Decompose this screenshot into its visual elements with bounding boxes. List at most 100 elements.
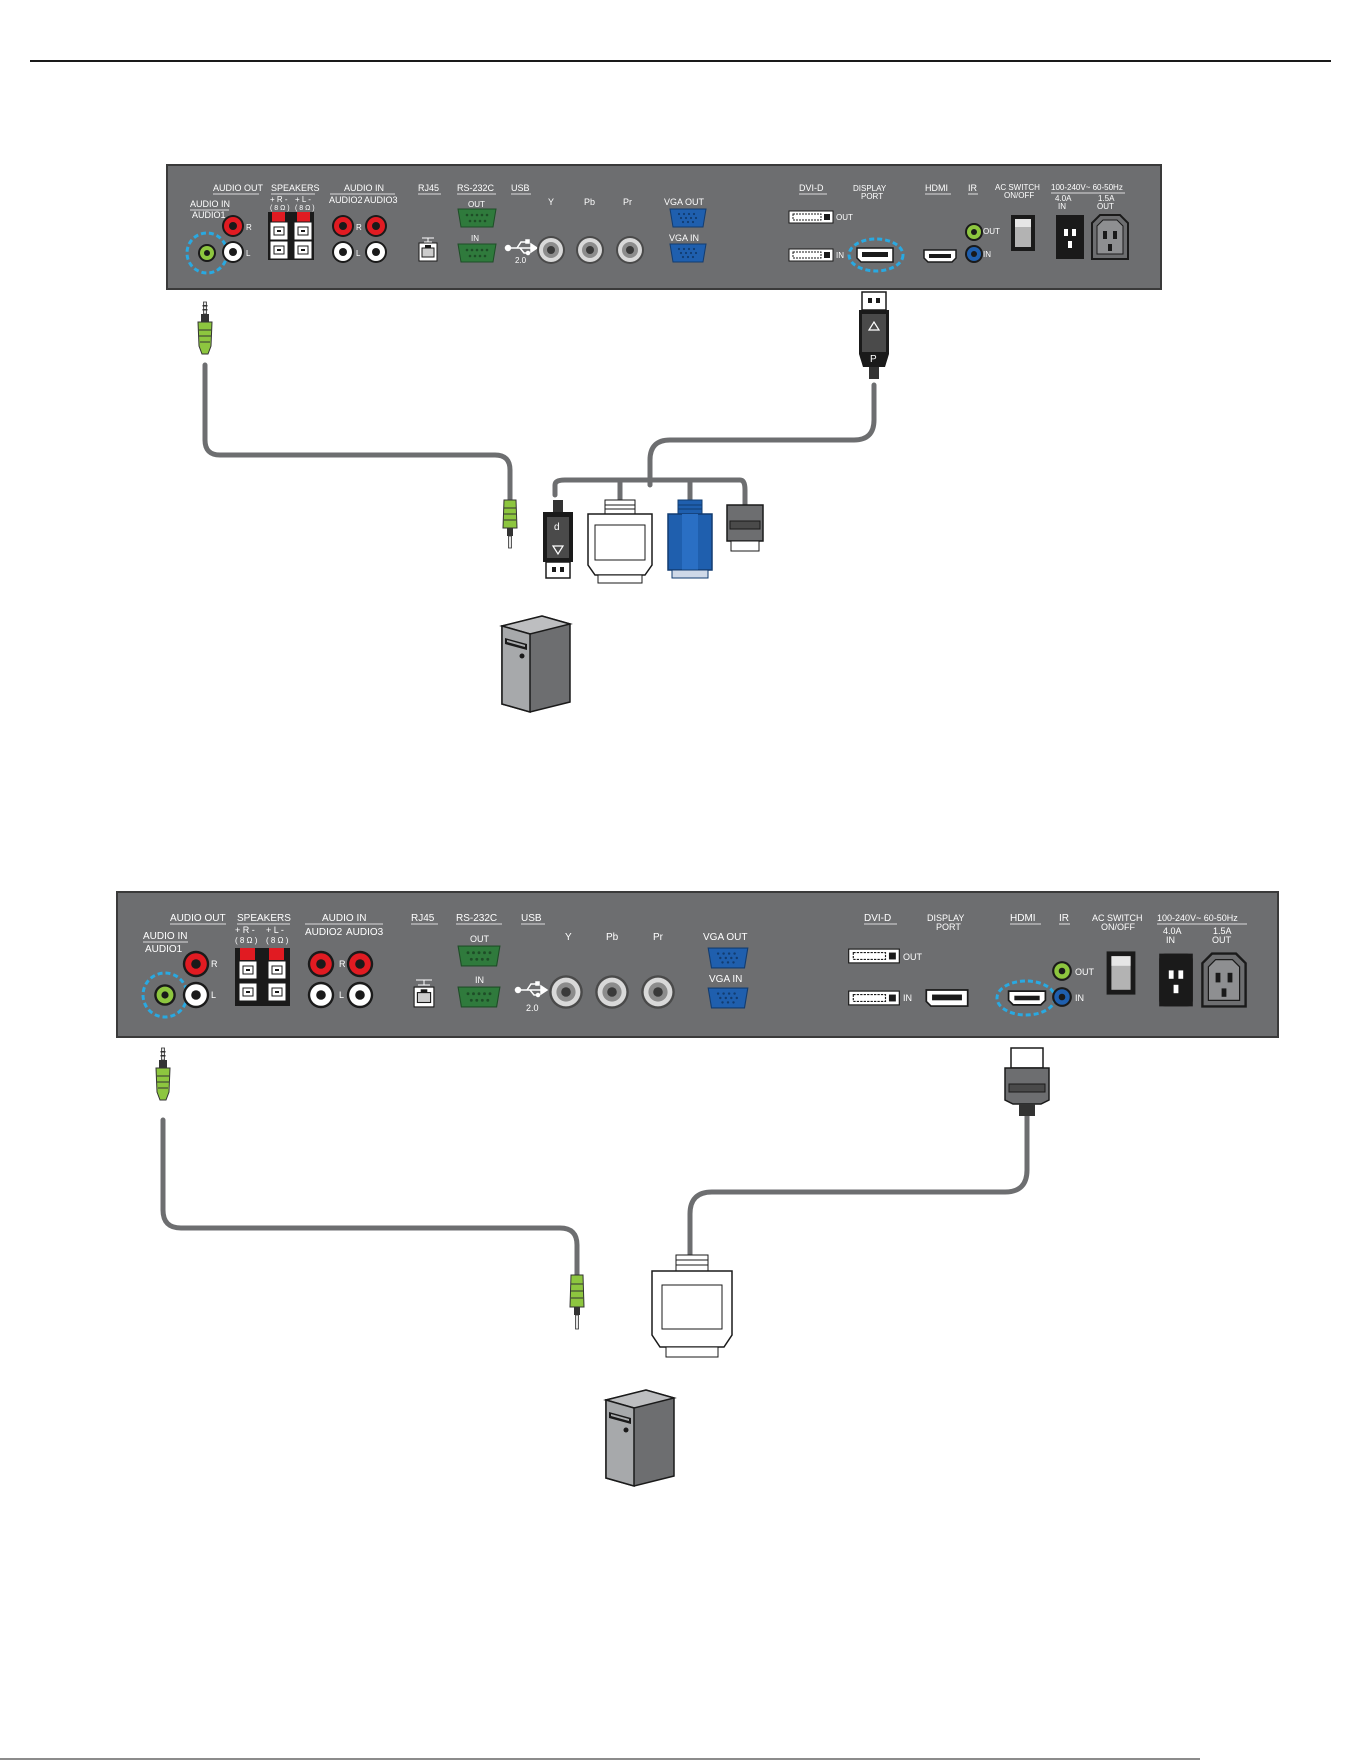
label-audio-in: AUDIO IN xyxy=(190,199,230,209)
diagram-hdmi: AUDIO OUT AUDIO IN AUDIO1 SPEAKERS + R -… xyxy=(116,891,1279,1487)
label-rj45-2: RJ45 xyxy=(411,913,435,924)
label-r2-2: R xyxy=(339,959,346,969)
label-rj45: RJ45 xyxy=(418,183,439,193)
label-hdmi: HDMI xyxy=(925,183,948,193)
label-ir: IR xyxy=(968,183,978,193)
label-display: DISPLAY xyxy=(853,184,887,193)
label-usb-ver: 2.0 xyxy=(515,256,527,265)
computer-tower-icon-2 xyxy=(605,1389,675,1487)
dvi-out-port xyxy=(788,210,834,224)
label-speaker-r: + R - xyxy=(270,195,288,204)
audio3-l-jack xyxy=(365,241,387,263)
audio2-l-jack-2 xyxy=(307,981,335,1009)
cables-2 xyxy=(160,1107,1030,1278)
audio-out-r-jack xyxy=(222,215,244,237)
power-inlet xyxy=(1056,215,1084,259)
speaker-terminals-2 xyxy=(235,948,290,1006)
label-pr: Pr xyxy=(623,197,632,207)
displayport-plug-icon: P xyxy=(859,291,889,379)
label-amp-out-2: 1.5A xyxy=(1213,926,1232,936)
label-port: PORT xyxy=(861,192,883,201)
label-audio2: AUDIO2 xyxy=(329,195,363,205)
label-audio1-2: AUDIO1 xyxy=(145,944,183,955)
label-y-2: Y xyxy=(565,932,572,943)
label-ohm-l-2: ( 8 Ω ) xyxy=(266,936,289,945)
label-ac-switch: AC SWITCH xyxy=(995,183,1040,192)
label-ir-out: OUT xyxy=(983,227,1000,236)
audio-out-l-jack-2 xyxy=(182,981,210,1009)
ir-in-jack xyxy=(965,245,983,263)
audio-in-jack-2 xyxy=(154,984,176,1006)
label-pb: Pb xyxy=(584,197,595,207)
label-ir-out-2: OUT xyxy=(1075,967,1095,977)
label-dvi-in-2: IN xyxy=(903,993,912,1003)
label-usb-ver-2: 2.0 xyxy=(526,1003,539,1013)
label-rs232-out-2: OUT xyxy=(470,934,490,944)
label-dvi-in: IN xyxy=(836,251,844,260)
audio2-r-jack-2 xyxy=(307,950,335,978)
adapter-displayport-plug-icon: d xyxy=(543,500,573,579)
rs232-in-port xyxy=(457,243,497,263)
rs232-out-port-2 xyxy=(457,945,501,967)
label-ir-in: IN xyxy=(983,250,991,259)
y-jack xyxy=(576,236,604,264)
label-usb-2: USB xyxy=(521,913,542,924)
hdmi-plug-icon xyxy=(1004,1047,1050,1116)
vga-out-port xyxy=(669,208,707,228)
label-audio-out: AUDIO OUT xyxy=(213,183,264,193)
dvi-in-port-2 xyxy=(848,990,900,1006)
label-on-off-2: ON/OFF xyxy=(1101,922,1135,932)
computer-tower-icon xyxy=(501,615,571,713)
label-out-power-2: OUT xyxy=(1212,935,1232,945)
audio-in-jack xyxy=(198,244,216,262)
label-power-2: 100-240V~ 60-50Hz xyxy=(1157,913,1238,923)
ac-switch-2 xyxy=(1106,951,1136,995)
label-dvi-d-2: DVI-D xyxy=(864,913,891,924)
label-audio-out-2: AUDIO OUT xyxy=(170,913,226,924)
svg-text:d: d xyxy=(554,522,560,533)
label-ac-switch-2: AC SWITCH xyxy=(1092,913,1143,923)
audio-out-r-jack-2 xyxy=(182,950,210,978)
label-audio2-2: AUDIO2 xyxy=(305,927,343,938)
audio3-r-jack xyxy=(365,215,387,237)
label-audio-in-2: AUDIO IN xyxy=(143,931,187,942)
label-amp-in-2: 4.0A xyxy=(1163,926,1182,936)
label-vga-in: VGA IN xyxy=(669,233,699,243)
label-ir-in-2: IN xyxy=(1075,993,1084,1003)
svg-text:P: P xyxy=(870,354,877,365)
audio-out-l-jack xyxy=(222,241,244,263)
power-outlet xyxy=(1091,214,1129,260)
label-dvi-out-2: OUT xyxy=(903,952,923,962)
label-on-off: ON/OFF xyxy=(1004,191,1034,200)
label-out-power: OUT xyxy=(1097,202,1114,211)
speaker-terminals xyxy=(268,212,314,260)
label-speaker-l: + L - xyxy=(295,195,311,204)
rs232-out-port xyxy=(457,208,497,228)
audio3-l-jack-2 xyxy=(346,981,374,1009)
label-speakers-2: SPEAKERS xyxy=(237,913,291,924)
vga-in-port-2 xyxy=(707,987,749,1009)
label-l: L xyxy=(246,249,251,258)
label-ohm-l: ( 8 Ω ) xyxy=(295,205,315,212)
label-rs232-out: OUT xyxy=(468,200,485,209)
ir-out-jack xyxy=(965,223,983,241)
label-ohm-r: ( 8 Ω ) xyxy=(270,205,290,212)
label-rs232-in-2: IN xyxy=(475,975,484,985)
adapter-audio-plug-icon xyxy=(502,499,518,549)
label-power: 100-240V~ 60-50Hz xyxy=(1051,183,1123,192)
label-port-2: PORT xyxy=(936,922,961,932)
vga-out-port-2 xyxy=(707,947,749,969)
label-audio3: AUDIO3 xyxy=(364,195,398,205)
label-rs232c-2: RS-232C xyxy=(456,913,497,924)
label-hdmi-2: HDMI xyxy=(1010,913,1036,924)
adapter-dvi-plug-icon xyxy=(587,499,653,584)
rj45-port xyxy=(418,242,438,262)
label-audio-in-group: AUDIO IN xyxy=(344,183,384,193)
ir-in-jack-2 xyxy=(1052,987,1072,1007)
label-speakers: SPEAKERS xyxy=(271,183,320,193)
y-jack-2 xyxy=(595,975,629,1009)
label-display-2: DISPLAY xyxy=(927,913,964,923)
label-vga-out: VGA OUT xyxy=(664,197,705,207)
label-pb-2: Pb xyxy=(606,932,619,943)
